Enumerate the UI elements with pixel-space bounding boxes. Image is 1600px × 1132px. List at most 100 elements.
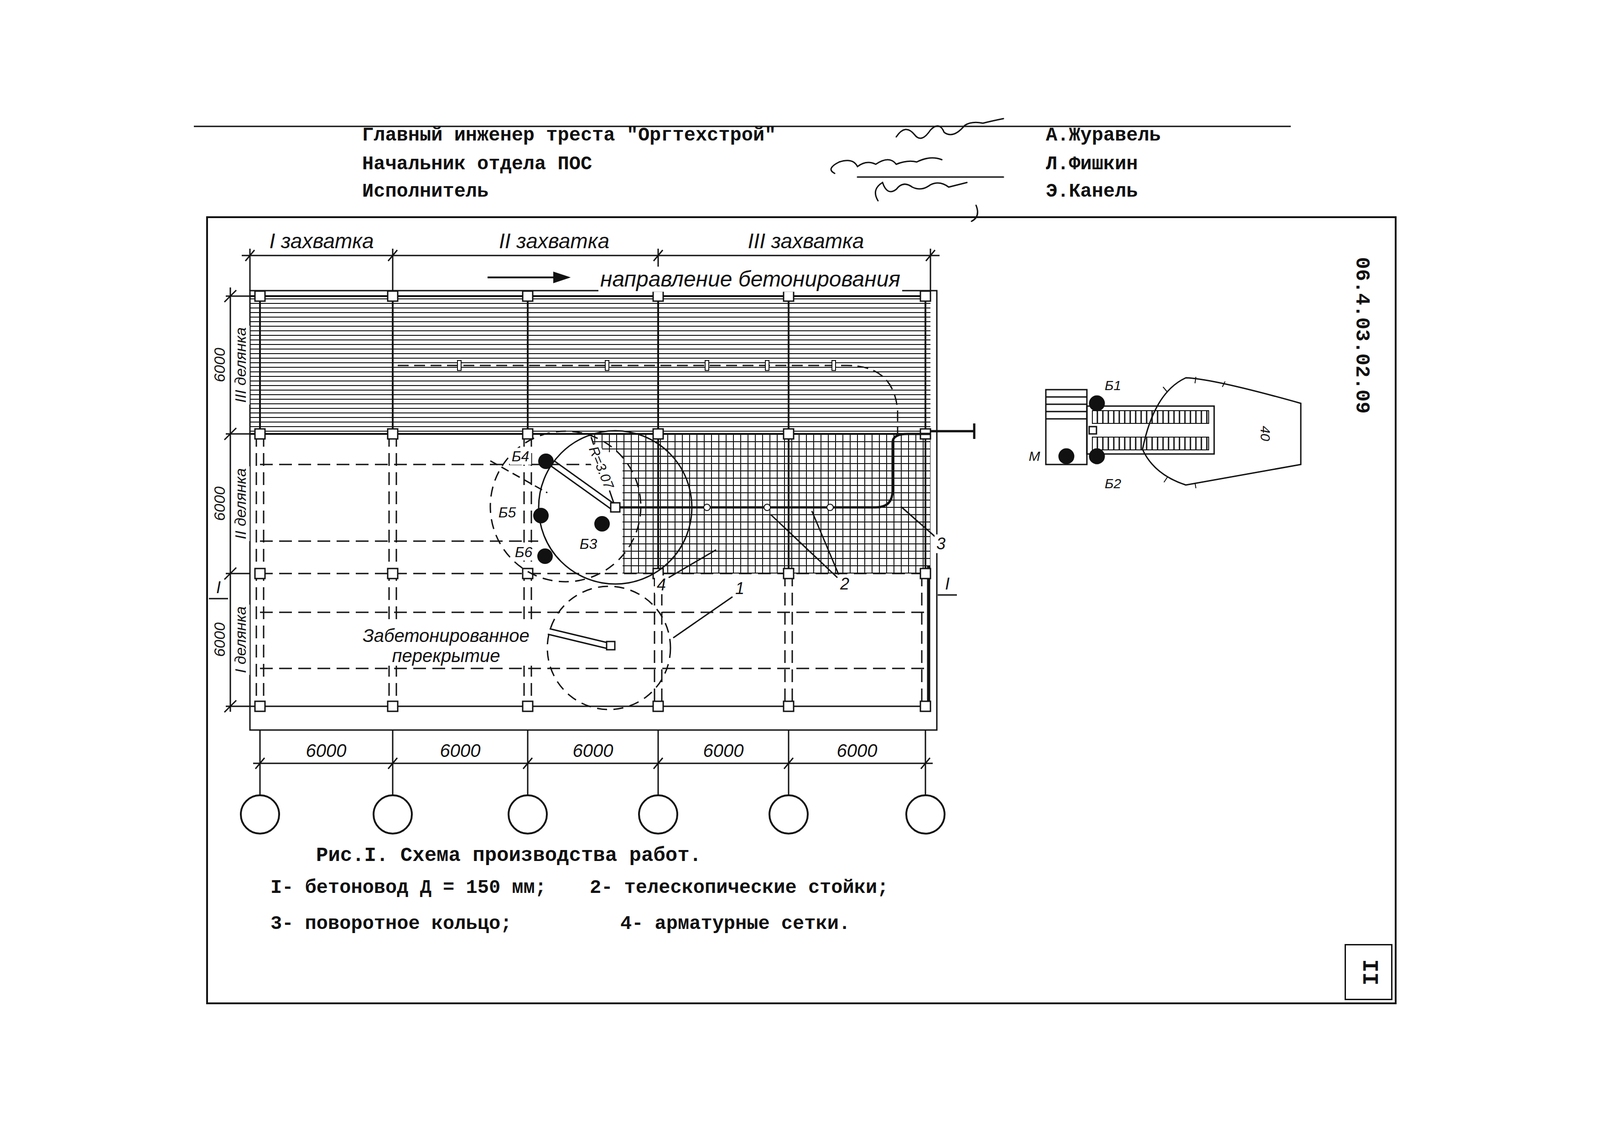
legend-note: 2- телескопические стойки; xyxy=(589,876,889,899)
concrete-pipeline xyxy=(397,365,898,434)
slab-outline xyxy=(526,296,529,434)
leader-line xyxy=(937,594,957,596)
boom-position-label: Б6 xyxy=(513,543,535,561)
concrete-pump xyxy=(1089,426,1097,434)
distribution-boom xyxy=(538,430,692,584)
axis-circle xyxy=(373,794,412,834)
dimension-label: 6000 xyxy=(210,620,229,659)
section-mark: I xyxy=(943,574,952,593)
plot-dimension-line xyxy=(225,295,250,297)
dimension-label: 6000 xyxy=(438,739,483,761)
sheet-frame xyxy=(207,217,1396,1003)
column-square xyxy=(522,290,533,302)
area-label: Забетонированное перекрытие xyxy=(346,625,546,666)
concrete-pump xyxy=(1163,376,1226,489)
pump-label: Б2 xyxy=(1102,475,1123,492)
distribution-boom xyxy=(606,641,615,650)
concrete-pump xyxy=(1089,395,1105,411)
distribution-boom xyxy=(610,502,620,512)
figure-caption: Рис.I. Схема производства работ. xyxy=(316,843,702,868)
direction-arrow xyxy=(487,272,568,282)
distribution-boom xyxy=(490,430,692,710)
telescopic-prop xyxy=(705,360,709,371)
dimension-label: 40 xyxy=(1257,423,1274,443)
distribution-boom xyxy=(547,628,611,649)
telescopic-prop xyxy=(457,360,462,371)
legend-note: 4- арматурные сетки. xyxy=(620,912,851,935)
column-square xyxy=(254,701,265,712)
beam-dashed-line xyxy=(921,573,923,707)
column-square xyxy=(522,428,533,439)
signatory-name: Л.Фишкин xyxy=(1045,153,1138,176)
dimension-label: 6000 xyxy=(210,345,229,385)
signature xyxy=(831,118,1004,222)
boom-position-label: Б5 xyxy=(496,503,519,521)
column-square xyxy=(387,428,398,439)
column-square xyxy=(783,568,794,579)
direction-arrow xyxy=(487,276,559,279)
page-number: II xyxy=(1355,958,1382,986)
section-mark: I xyxy=(214,577,223,597)
header-text: Главный инженер треста "Оргтехстрой" xyxy=(362,124,776,147)
signature xyxy=(896,118,1004,139)
pump-label: М xyxy=(1027,448,1043,465)
bottom-dimension-line xyxy=(920,757,930,769)
header-text: Начальник отдела ПОС xyxy=(362,153,593,176)
telescopic-prop xyxy=(457,360,836,511)
signature xyxy=(875,182,978,222)
column-square xyxy=(387,290,398,302)
axis-circle xyxy=(240,794,280,834)
direction-label: направление бетонирования xyxy=(598,266,903,292)
signatory-name: А.Журавель xyxy=(1045,124,1161,147)
legend-note: 3- поворотное кольцо; xyxy=(270,912,512,935)
column-square xyxy=(920,701,931,712)
pump-label: Б1 xyxy=(1102,377,1123,394)
column-square xyxy=(783,428,794,439)
axis-circle xyxy=(769,794,808,834)
distribution-boom xyxy=(490,460,548,493)
distribution-boom xyxy=(547,586,671,710)
dimension-label: 6000 xyxy=(210,484,229,523)
radius-label: R=3.07 xyxy=(584,442,618,494)
column-square xyxy=(783,701,794,712)
beam-dashed-line xyxy=(259,572,926,575)
grip-label: II захватка xyxy=(497,228,612,254)
telescopic-prop xyxy=(703,503,711,511)
column-square xyxy=(653,290,664,302)
concrete-pipeline xyxy=(615,433,931,508)
leader-line xyxy=(673,596,733,638)
column-square xyxy=(387,568,398,579)
slab-outline xyxy=(391,296,394,434)
dimension-label: 6000 xyxy=(835,739,880,761)
boom-position-label: Б4 xyxy=(509,447,532,465)
concrete-pump xyxy=(1092,436,1209,450)
column-square xyxy=(522,701,533,712)
slab-outline xyxy=(249,295,931,297)
column-square xyxy=(920,568,931,579)
beam-dashed-line xyxy=(256,433,926,707)
callout-number: 2 xyxy=(838,574,852,593)
grip-dimension-line xyxy=(241,254,940,257)
grip-dimension-line xyxy=(925,249,936,261)
signatory-name: Э.Канель xyxy=(1045,180,1138,203)
header-text: Исполнитель xyxy=(362,180,489,203)
signature xyxy=(831,157,1004,177)
column-square xyxy=(254,568,265,579)
axis-circle xyxy=(508,794,547,834)
column-square xyxy=(783,290,794,302)
concrete-pump xyxy=(1045,396,1087,419)
slab-outline xyxy=(249,290,937,730)
telescopic-prop xyxy=(831,360,836,371)
beam-dashed-line xyxy=(784,573,786,707)
sheet-frame xyxy=(193,126,1396,1003)
beam-dashed-line xyxy=(259,611,926,613)
grip-dimension-line xyxy=(388,249,398,261)
boom-position-dot xyxy=(594,516,610,531)
plot-dimension-line xyxy=(225,572,250,575)
axis-circle xyxy=(906,794,945,834)
concrete-pump xyxy=(1089,448,1105,464)
plot-dimension-line xyxy=(225,705,250,707)
plot-dimension-line xyxy=(229,287,232,712)
boom-position-dot xyxy=(538,453,554,469)
